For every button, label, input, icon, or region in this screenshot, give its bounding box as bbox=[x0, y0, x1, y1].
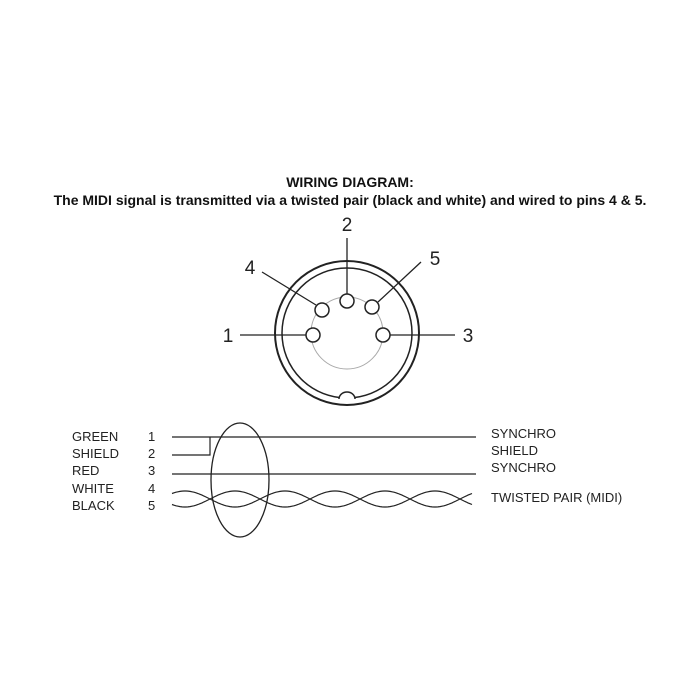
pin-1 bbox=[305, 327, 321, 343]
svg-text:SHIELD: SHIELD bbox=[72, 446, 119, 461]
svg-text:RED: RED bbox=[72, 463, 99, 478]
diagram-title: WIRING DIAGRAM: bbox=[286, 174, 414, 190]
pin-label-5: 5 bbox=[430, 249, 441, 270]
svg-text:WHITE: WHITE bbox=[72, 481, 114, 496]
svg-text:SYNCHRO: SYNCHRO bbox=[491, 426, 556, 441]
pin-4 bbox=[314, 302, 330, 318]
pin-label-1: 1 bbox=[223, 326, 234, 347]
svg-text:GREEN: GREEN bbox=[72, 429, 118, 444]
pin-label-3: 3 bbox=[463, 326, 474, 347]
pin-label-2: 2 bbox=[342, 215, 353, 236]
wire-labels: GREEN 1 SHIELD 2 RED 3 WHITE 4 BLACK 5 bbox=[72, 429, 155, 513]
svg-text:3: 3 bbox=[148, 463, 155, 478]
connector-key bbox=[338, 391, 356, 400]
svg-text:2: 2 bbox=[148, 446, 155, 461]
svg-text:1: 1 bbox=[148, 429, 155, 444]
svg-text:SYNCHRO: SYNCHRO bbox=[491, 460, 556, 475]
wires bbox=[171, 422, 476, 538]
svg-text:4: 4 bbox=[148, 481, 155, 496]
svg-text:BLACK: BLACK bbox=[72, 498, 115, 513]
pin-3 bbox=[375, 327, 391, 343]
signal-labels: SYNCHRO SHIELD SYNCHRO TWISTED PAIR (MID… bbox=[491, 426, 622, 505]
diagram-subtitle: The MIDI signal is transmitted via a twi… bbox=[53, 192, 647, 208]
pin-labels: 1 2 3 4 5 bbox=[223, 215, 474, 347]
din-connector bbox=[240, 238, 455, 406]
pin-5 bbox=[364, 299, 380, 315]
svg-text:TWISTED PAIR (MIDI): TWISTED PAIR (MIDI) bbox=[491, 490, 622, 505]
cable-bundle bbox=[210, 422, 270, 538]
svg-text:SHIELD: SHIELD bbox=[491, 443, 538, 458]
pin-label-4: 4 bbox=[245, 258, 256, 279]
svg-text:5: 5 bbox=[148, 498, 155, 513]
twisted-wire-white bbox=[171, 490, 473, 508]
pin-2 bbox=[339, 293, 355, 309]
twisted-wire-black bbox=[171, 490, 473, 508]
